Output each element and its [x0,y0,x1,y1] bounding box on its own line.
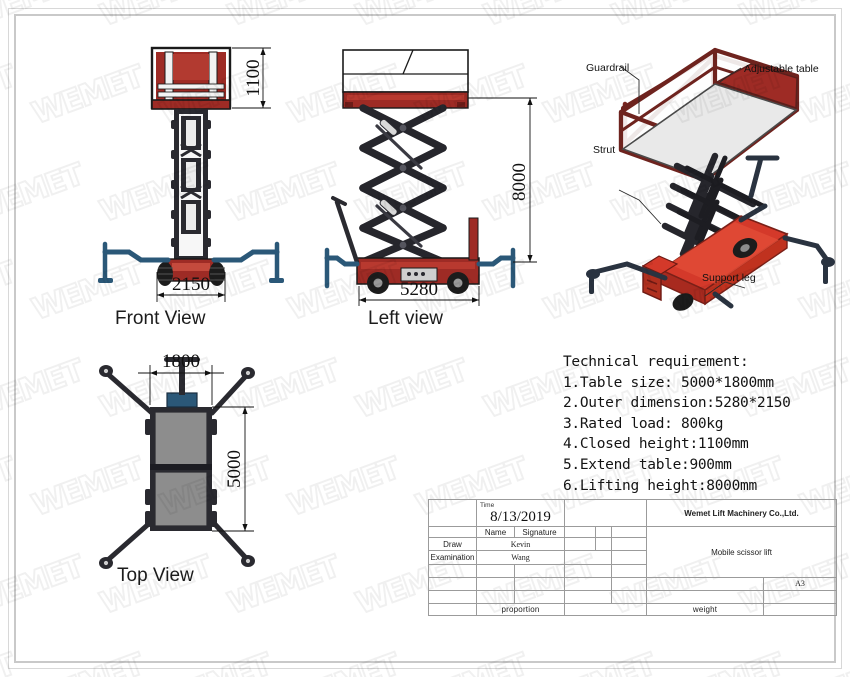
tb-cell-blank-30 [428,602,477,617]
tb-cell-blank-9 [610,537,648,552]
tb-company-name: Wemet Lift Machinery Co.,Ltd. [646,498,838,528]
dimension-5000 [212,406,254,532]
tb-micro-left: proportion [476,602,565,617]
tb-cell-blank-6 [610,526,648,539]
tb-cell-blank-28 [646,589,765,604]
dim-front-height-text: 1100 [243,59,264,96]
tb-cell-blank-29 [763,589,838,604]
dim-left-width-text: 5280 [400,279,438,300]
scissor-stack-front [171,109,211,261]
callout-adjustable-table: Adjustable table [744,63,819,75]
tb-micro-right: weight [646,602,765,617]
tb-cell-blank-23 [428,589,477,604]
tb-cell-blank-31 [563,602,648,617]
dimension-1100 [232,47,271,109]
tb-row-name-1: Wang [476,550,565,565]
callout-strut: Strut [593,144,616,156]
tb-cell-blank-10 [564,550,612,565]
dim-top-width-text: 1800 [162,351,200,372]
tb-cell-blank-32 [763,602,838,617]
tb-cell-blank-24 [476,589,515,604]
tb-cell-blank-2 [563,498,648,528]
tb-col-name: Name [476,526,515,539]
tb-cell-blank-26 [564,589,612,604]
dim-front-width-text: 2150 [172,274,210,295]
tb-col-signature: Signature [514,526,565,539]
tb-cell-blank-1 [428,498,477,528]
tb-cell-blank-18 [476,576,515,591]
tb-cell-blank-14 [514,563,565,578]
tb-product-name: Mobile scissor lift [646,526,838,578]
tb-cell-blank-3 [428,526,477,539]
callout-leaders [618,65,746,297]
dimension-5280 [358,286,480,306]
outrigger-arms-top [106,372,248,562]
tech-item-1: 1.Table size: 5000*1800mm [563,374,774,391]
tb-cell-time: Time 8/13/2019 [476,498,565,528]
tb-row-role-0: Draw [428,537,477,552]
tech-item-5: 5.Extend table:900mm [563,456,732,473]
tech-heading: Technical requirement: [563,354,749,370]
tech-item-2: 2.Outer dimension:5280*2150 [563,395,791,412]
tb-sheet-size: A3 [763,576,838,591]
view-iso: Guardrail Adjustable table Strut Support… [565,38,840,311]
chassis-iso [641,215,789,311]
outrigger-front [102,249,280,263]
outrigger-left [324,255,516,267]
platform-left [342,49,469,109]
tb-date-value: 8/13/2019 [490,508,551,525]
tb-time-label: Time [480,501,495,509]
dimension-1800 [138,365,224,405]
dim-top-length-text: 5000 [224,450,245,488]
callout-guardrail: Guardrail [586,62,630,74]
tb-cell-blank-11 [610,550,648,565]
chassis-left [356,217,480,294]
title-block: Time 8/13/2019 Wemet Lift Machinery Co.,… [428,498,838,617]
tb-cell-blank-27 [610,589,648,604]
dim-left-height-text: 8000 [509,163,530,201]
tb-cell-blank-17 [428,576,477,591]
dimension-8000 [468,97,537,263]
tb-row-role-1: Examination [428,550,477,565]
tb-row-name-0: Kevin [476,537,565,552]
view-left: 8000 5280 Left view [324,40,545,329]
tech-item-4: 4.Closed height:1100mm [563,436,749,453]
dimension-2150 [156,272,226,302]
view-front: 1100 2150 Front View [95,40,305,329]
tb-cell-blank-22 [646,576,765,591]
tb-cell-blank-8 [595,537,612,552]
technical-requirements: Technical requirement: 1.Table size: 500… [563,352,843,496]
view-label-left: Left view [368,308,443,329]
tb-cell-blank-12 [428,563,477,578]
callout-support-leg: Support leg [702,272,756,284]
tb-cell-blank-19 [514,576,565,591]
tb-cell-blank-25 [514,589,565,604]
tech-item-3: 3.Rated load: 800kg [563,415,724,432]
tb-cell-blank-4 [564,526,596,539]
tb-cell-blank-20 [564,576,612,591]
tb-cell-blank-16 [610,563,648,578]
tb-cell-blank-5 [595,526,612,539]
outrigger-iso [592,203,830,309]
tb-cell-blank-15 [564,563,612,578]
view-label-top: Top View [117,565,194,586]
view-top: 1800 5000 Top View [82,345,312,586]
tb-cell-blank-21 [610,576,648,591]
chassis-front [157,258,225,286]
tb-cell-blank-13 [476,563,515,578]
sheet-frame-outer [8,8,842,669]
view-label-front: Front View [115,308,206,329]
sheet-frame-inner [14,14,836,663]
tech-item-6: 6.Lifting height:8000mm [563,477,757,494]
tb-cell-blank-7 [564,537,596,552]
